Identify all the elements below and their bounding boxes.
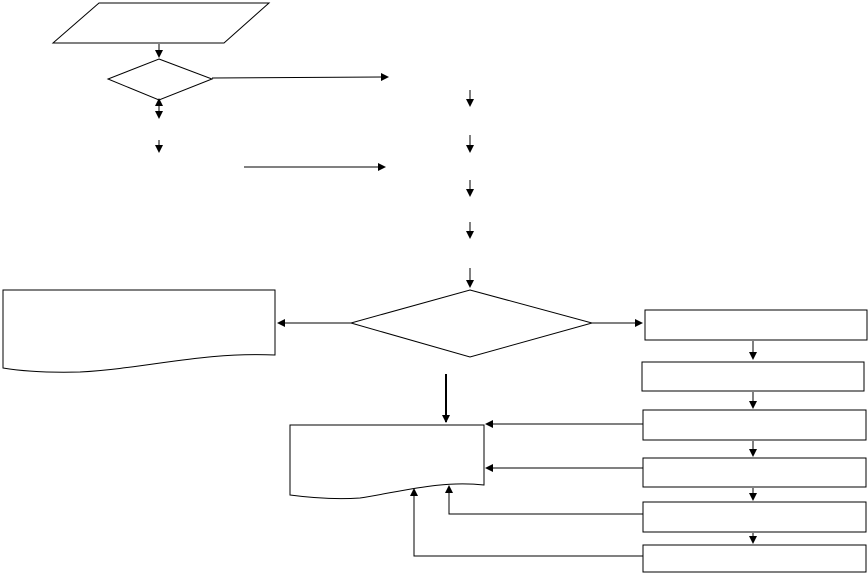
process-box-2 <box>641 361 865 392</box>
process-box-4 <box>642 457 867 488</box>
input-parallelogram <box>51 2 271 44</box>
process-box-5 <box>642 501 867 533</box>
decision-diamond-large <box>349 289 594 358</box>
arrow-process-6-to-document <box>410 488 643 557</box>
process-box-6 <box>642 544 867 573</box>
arrow-decision-right <box>211 73 389 82</box>
process-box-3 <box>642 409 867 441</box>
arrow-process-5-to-document <box>445 485 643 515</box>
decision-diamond-small <box>106 58 214 101</box>
document-center <box>289 424 485 500</box>
document-left <box>2 289 276 373</box>
process-box-1 <box>644 309 868 341</box>
